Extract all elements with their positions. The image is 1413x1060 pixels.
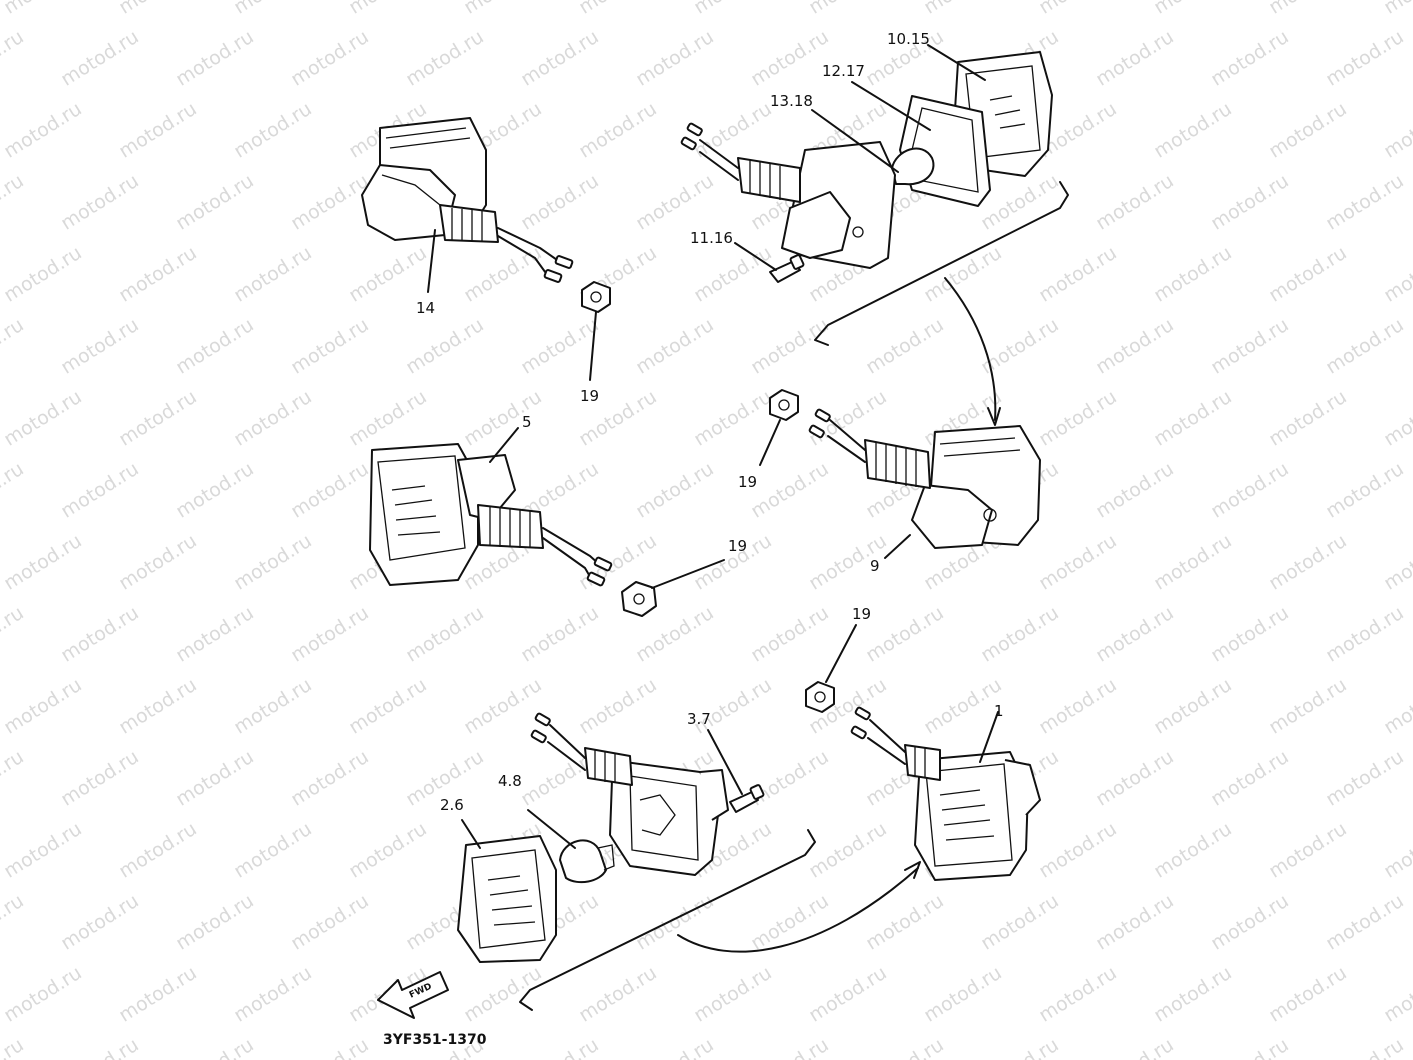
label-14: 14 [416,299,435,317]
drawing-code: 3YF351-1370 [383,1032,487,1048]
label-5: 5 [522,413,532,431]
nut-19-middle-left [621,559,725,617]
label-3-7: 3.7 [687,710,711,728]
nut-19-middle-right [759,389,799,466]
flasher-assembly-5 [369,427,613,587]
nut-19-upper [581,281,611,381]
label-12-17: 12.17 [822,62,865,80]
label-11-16: 11.16 [690,229,733,247]
flasher-assembly-9 [808,408,1041,559]
flasher-assembly-1 [850,706,1041,881]
label-19-middle-left: 19 [728,537,747,555]
label-4-8: 4.8 [498,772,522,790]
forward-direction-arrow: FWD [377,971,449,1019]
label-2-6: 2.6 [440,796,464,814]
flasher-assembly-upper-right [680,44,1069,426]
nut-19-lower [805,624,857,713]
label-19-lower: 19 [852,605,871,623]
label-9: 9 [870,557,880,575]
label-13-18: 13.18 [770,92,813,110]
label-1: 1 [994,702,1004,720]
flasher-assembly-14 [361,117,574,293]
label-19-middle-right: 19 [738,473,757,491]
flasher-assembly-lower-left [457,712,921,1011]
label-10-15: 10.15 [887,30,930,48]
label-19-upper: 19 [580,387,599,405]
